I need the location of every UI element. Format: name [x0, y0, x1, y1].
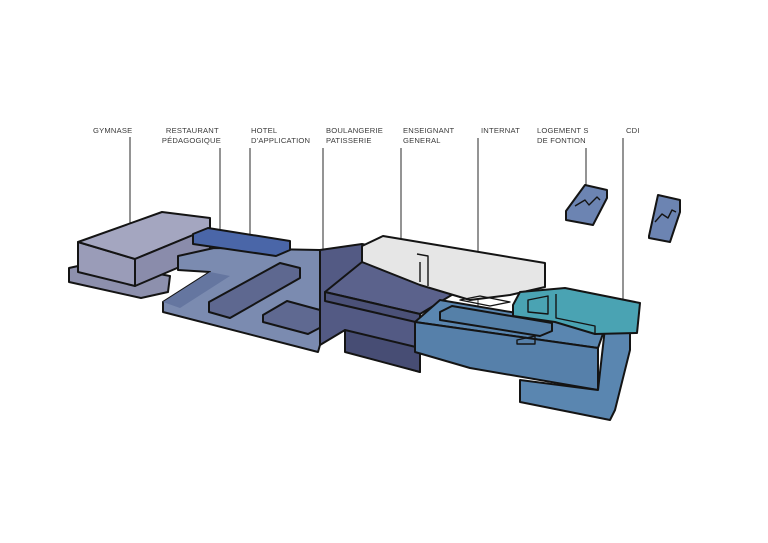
internat-long-bar [439, 305, 553, 337]
building-hotel-application [162, 247, 332, 353]
logement-b-steps [654, 209, 677, 223]
building-cdi [512, 287, 641, 335]
label-hotel-application: HOTEL D'APPLICATION [251, 126, 310, 145]
label-boulangerie-patisserie: BOULANGERIE PATISSERIE [326, 126, 385, 145]
hotel-ground-shadow [163, 272, 230, 308]
enseignant-inner-wall [416, 253, 429, 286]
cdi-courtyard [527, 295, 549, 315]
gymnase-block-top [77, 211, 211, 260]
logement-a [565, 184, 608, 226]
cdi-inner [555, 294, 596, 334]
building-enseignant-general [361, 235, 546, 307]
label-cdi: CDI [626, 126, 640, 135]
label-logements-fonction: LOGEMENT S DE FONTION [537, 126, 591, 145]
label-restaurant-pedagogique: RESTAURANT PÉDAGOGIQUE [162, 126, 221, 145]
enseignant-block [361, 235, 546, 301]
boulangerie-slab-lower [344, 329, 421, 373]
building-labels: GYMNASE RESTAURANT PÉDAGOGIQUE HOTEL D'A… [93, 126, 640, 145]
restaurant-bar [192, 227, 291, 257]
label-gymnase: GYMNASE [93, 126, 132, 135]
internat-front [414, 321, 599, 391]
cdi-block [512, 287, 641, 335]
label-enseignant-general: ENSEIGNANT GENERAL [403, 126, 457, 145]
label-internat: INTERNAT [481, 126, 520, 135]
enseignant-court [459, 295, 511, 307]
hotel-long-block [208, 262, 301, 319]
building-logements-fonction [565, 184, 681, 243]
internat-wing [519, 327, 631, 421]
logement-a-steps [574, 196, 601, 207]
building-gymnase [68, 211, 211, 299]
internat-notch [516, 335, 536, 345]
building-restaurant-pedagogique [192, 227, 291, 257]
logement-b [648, 194, 681, 243]
